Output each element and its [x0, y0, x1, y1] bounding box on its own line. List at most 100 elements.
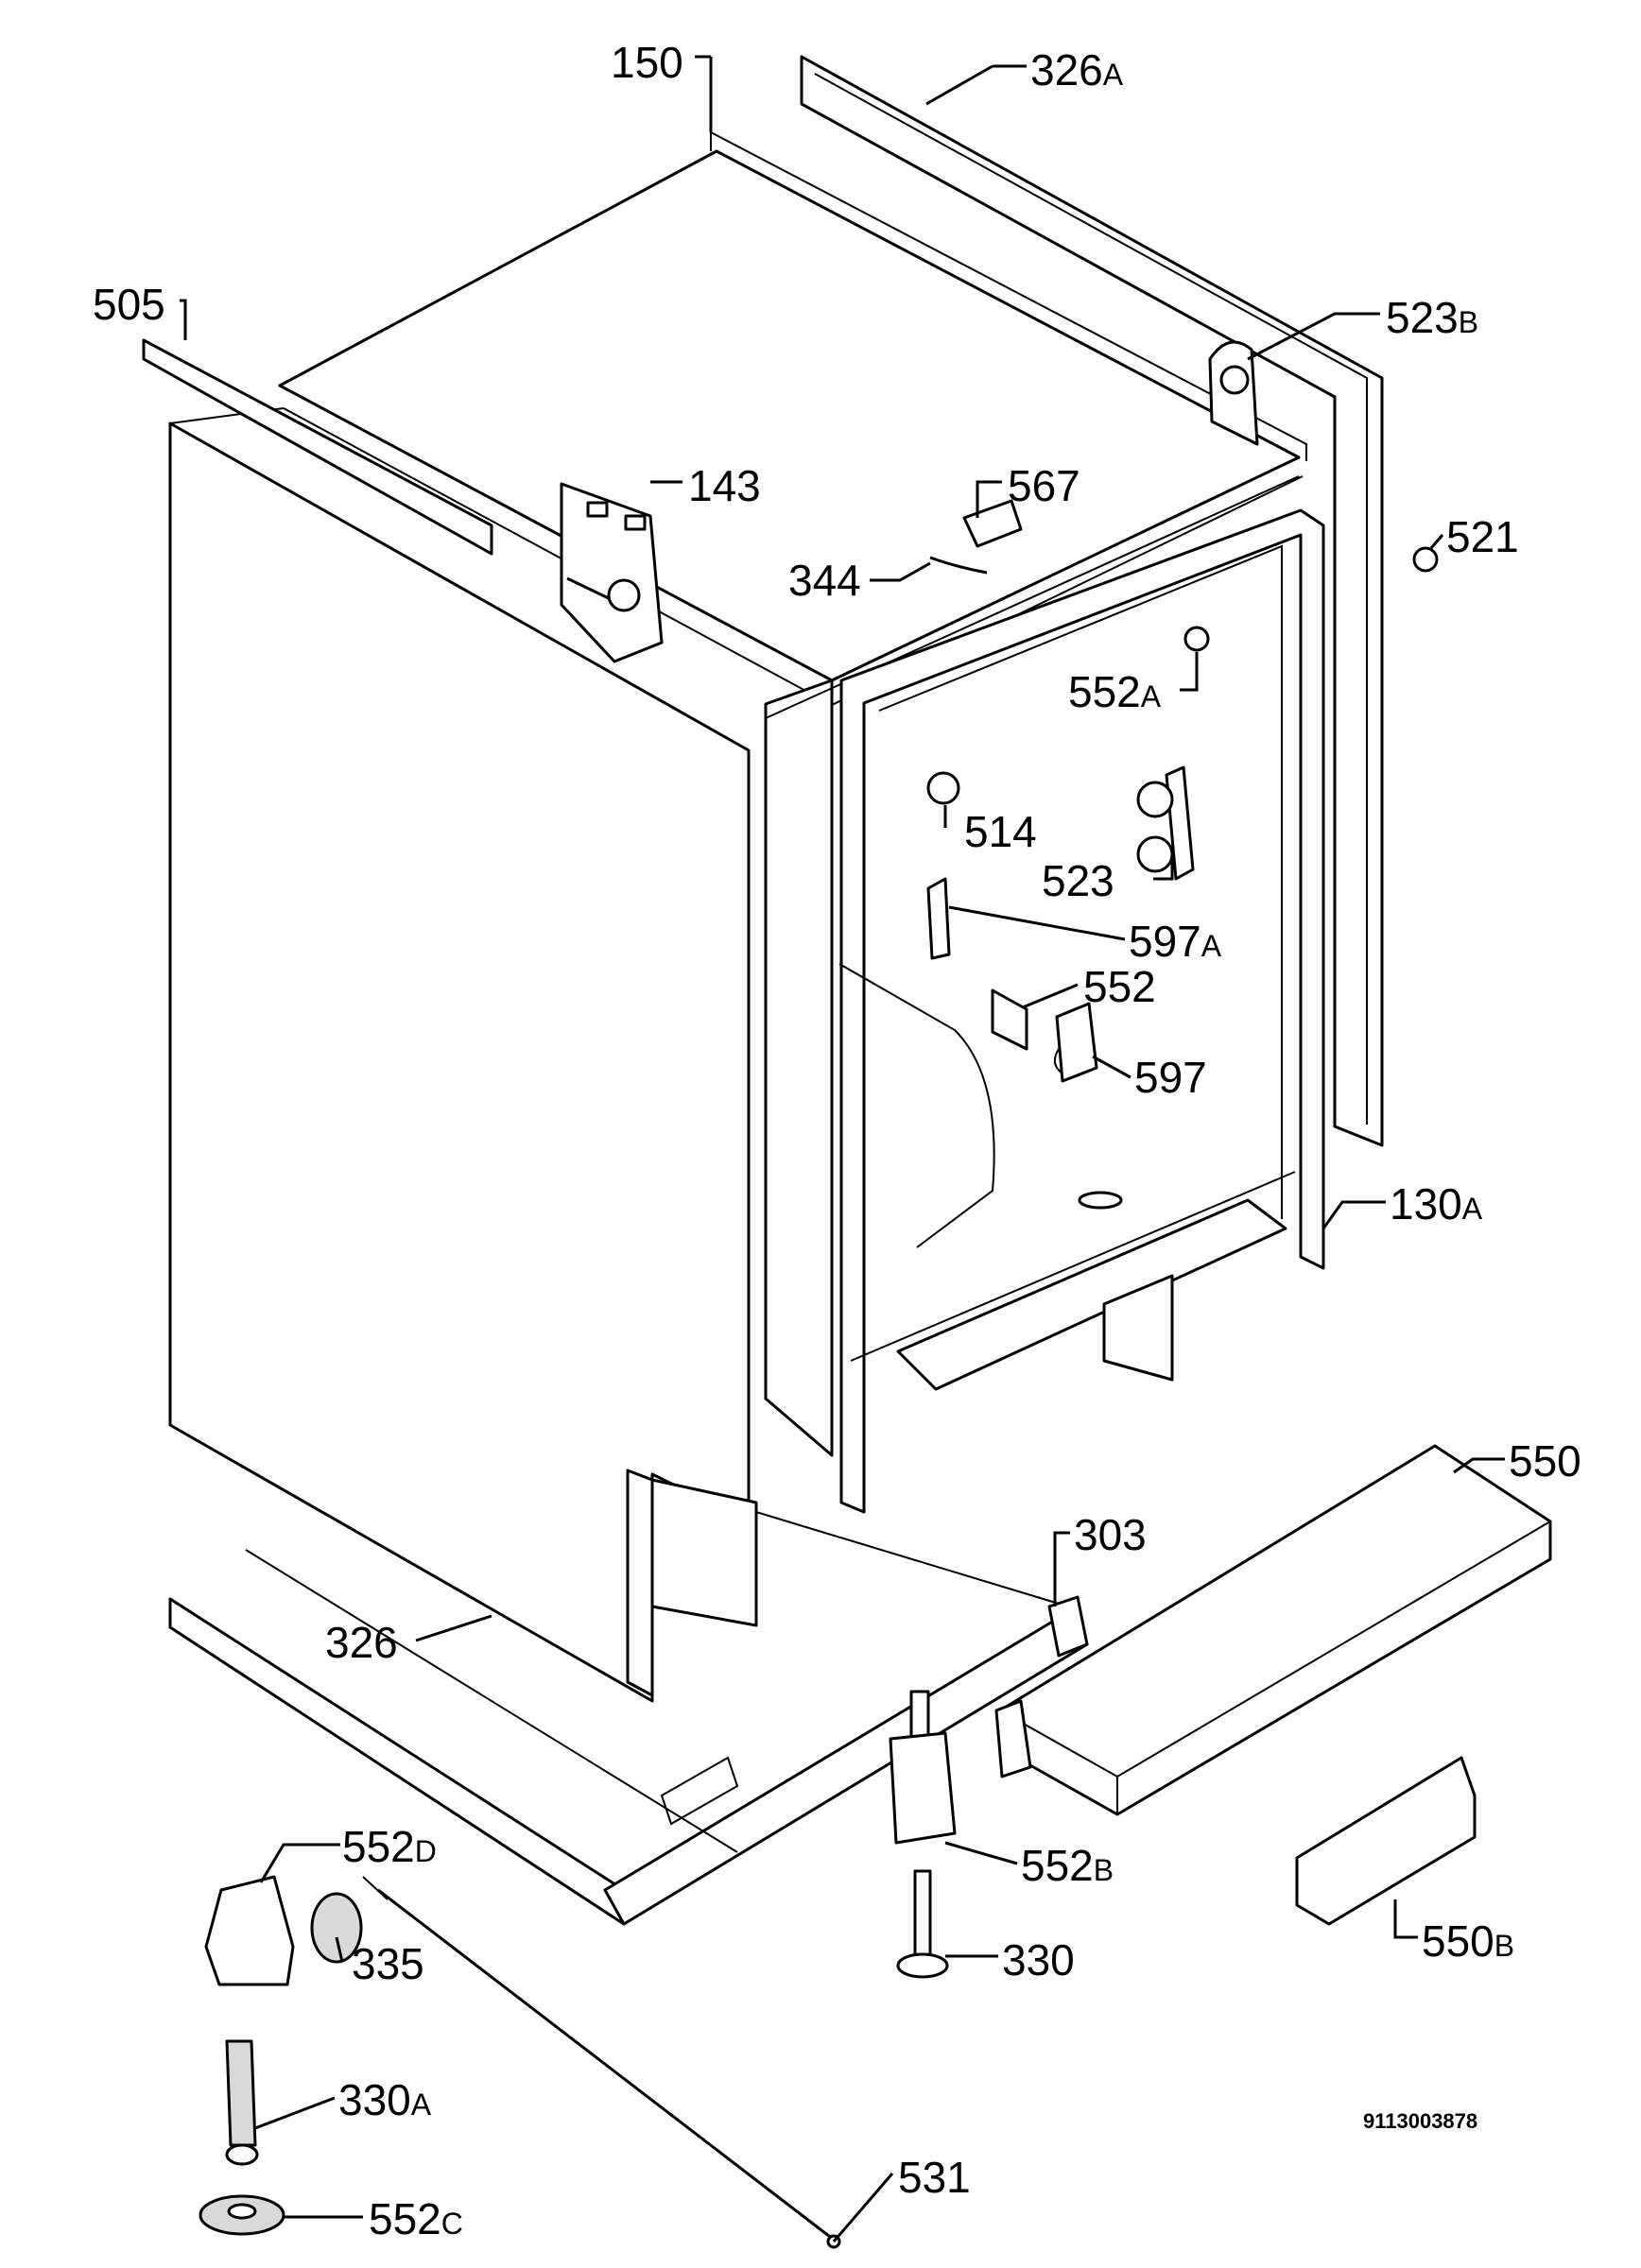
latch-597a	[926, 877, 951, 960]
rear-foot-block	[1102, 1274, 1174, 1382]
part-suffix: B	[1094, 1853, 1114, 1887]
leader-line-303	[1053, 1531, 1070, 1606]
leader-line-552a	[1180, 652, 1199, 692]
leader-line-326	[415, 1614, 492, 1642]
cap-514	[926, 771, 960, 805]
part-number: 150	[611, 38, 683, 87]
part-suffix: D	[415, 1834, 437, 1868]
part-label-505: 505	[93, 280, 165, 329]
catch-597	[1053, 1002, 1098, 1083]
clip-550b	[1295, 1756, 1477, 1926]
plug-521	[1412, 546, 1439, 573]
part-label-550b: 550B	[1422, 1916, 1514, 1966]
part-number: 597	[1129, 917, 1201, 966]
part-number: 303	[1074, 1510, 1147, 1559]
part-number: 505	[93, 280, 165, 329]
part-number: 335	[352, 1939, 424, 1988]
part-number: 550	[1422, 1916, 1494, 1966]
part-label-552d: 552D	[342, 1822, 437, 1871]
part-label-521: 521	[1446, 512, 1519, 561]
part-suffix: A	[411, 2088, 432, 2122]
part-number: 330	[1002, 1935, 1075, 1984]
part-label-567: 567	[1008, 461, 1080, 510]
leader-line-597a	[948, 905, 1126, 941]
part-label-143: 143	[688, 461, 761, 510]
rollers-523	[1136, 765, 1195, 881]
part-label-335: 335	[352, 1939, 424, 1988]
part-number: 130	[1390, 1179, 1462, 1228]
hinge-523b	[1208, 340, 1259, 446]
tub-interior	[838, 963, 1296, 1391]
part-label-344: 344	[788, 556, 861, 605]
screw-552a	[1183, 626, 1210, 652]
trim-strip-505	[142, 338, 493, 556]
leader-line-521	[1429, 534, 1444, 549]
rail-552	[991, 988, 1028, 1051]
leader-line-597	[1092, 1055, 1131, 1079]
hinge-bracket-143	[560, 482, 664, 663]
part-label-330: 330	[1002, 1935, 1075, 1984]
base-frame-303	[168, 1511, 1089, 1926]
leader-line-552b	[944, 1841, 1018, 1865]
screw-330a	[225, 2039, 259, 2166]
part-label-303: 303	[1074, 1510, 1147, 1559]
part-number: 552	[1068, 667, 1141, 716]
part-suffix: B	[1459, 305, 1478, 339]
foot-552b	[889, 1690, 957, 1845]
leader-line-531	[832, 2173, 894, 2242]
leader-line-552	[1022, 983, 1079, 1009]
part-number: 567	[1008, 461, 1080, 510]
part-number: 521	[1446, 512, 1519, 561]
part-label-326a: 326A	[1030, 45, 1124, 94]
leader-line-523b	[1247, 312, 1380, 361]
part-number: 531	[898, 2153, 971, 2202]
part-number: 523	[1386, 293, 1459, 342]
leader-line-550	[1453, 1457, 1505, 1474]
gear-335	[310, 1892, 363, 1964]
part-label-150: 150	[611, 38, 683, 87]
part-number: 597	[1134, 1053, 1207, 1102]
part-suffix: A	[1103, 58, 1124, 92]
part-number: 550	[1509, 1436, 1581, 1486]
part-number: 143	[688, 461, 761, 510]
leader-line-552d	[259, 1843, 340, 1883]
part-number: 552	[1083, 962, 1156, 1011]
leader-line-330a	[254, 2096, 336, 2130]
part-suffix: A	[1201, 929, 1222, 963]
leader-line-344	[870, 561, 931, 582]
part-label-514: 514	[964, 807, 1037, 856]
part-label-552: 552	[1083, 962, 1156, 1011]
part-label-597a: 597A	[1129, 917, 1222, 966]
leader-line-335	[335, 1936, 344, 1963]
part-label-523b: 523B	[1386, 293, 1478, 342]
part-label-531: 531	[898, 2153, 971, 2202]
part-label-130a: 130A	[1390, 1179, 1483, 1228]
part-number: 552	[369, 2194, 441, 2243]
part-suffix: A	[1462, 1192, 1483, 1226]
part-label-523: 523	[1042, 856, 1114, 905]
part-label-326: 326	[325, 1618, 398, 1667]
bracket-552d	[204, 1875, 295, 1986]
part-label-552a: 552A	[1068, 667, 1162, 716]
part-number: 552	[1021, 1841, 1094, 1890]
document-code: 9113003878	[1363, 2109, 1477, 2133]
leader-line-567	[976, 480, 1002, 518]
side-panel-326	[168, 407, 751, 1703]
part-number: 326	[1030, 45, 1103, 94]
part-label-552c: 552C	[369, 2194, 463, 2243]
toe-board-550	[994, 1444, 1552, 1816]
part-number: 344	[788, 556, 861, 605]
panel-bracket	[626, 1469, 758, 1697]
part-label-550: 550	[1509, 1436, 1581, 1486]
part-suffix: C	[441, 2207, 463, 2241]
part-suffix: A	[1141, 679, 1162, 713]
back-panel-326a	[800, 55, 1384, 1147]
leader-line-550b	[1393, 1899, 1418, 1939]
part-number: 330	[338, 2075, 411, 2124]
clip-567	[962, 499, 1023, 548]
leader-line-326a	[925, 64, 993, 106]
part-suffix: B	[1494, 1929, 1514, 1963]
leader-line-523	[1153, 860, 1174, 881]
